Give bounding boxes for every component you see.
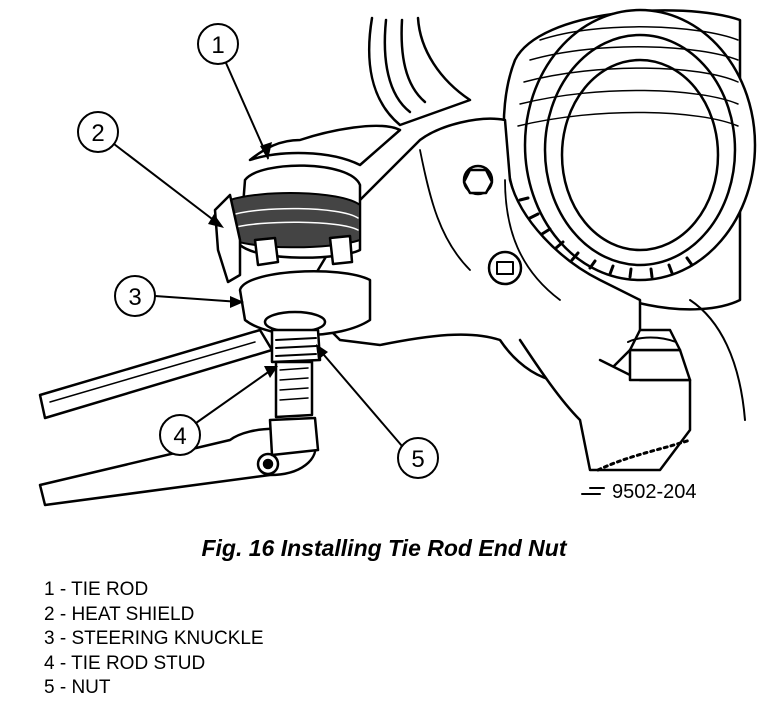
callout-number: 1 xyxy=(211,32,224,59)
upper-control-arm xyxy=(367,16,472,127)
figure-caption: Fig. 16 Installing Tie Rod End Nut xyxy=(201,535,567,561)
tie-rod-lower xyxy=(38,416,320,507)
callout-5: 5 xyxy=(316,344,439,479)
legend-item: 3 - STEERING KNUCKLE xyxy=(44,628,264,649)
callout-3: 3 xyxy=(114,275,244,317)
callout-4: 4 xyxy=(159,366,278,456)
wrench-upper xyxy=(38,328,274,420)
callout-number: 4 xyxy=(173,423,186,450)
tie-rod-illustration: 1 2 3 4 5 9502-204 xyxy=(38,8,757,507)
legend-list: 1 - TIE ROD 2 - HEAT SHIELD 3 - STEERING… xyxy=(44,578,264,701)
callout-2: 2 xyxy=(77,111,224,228)
legend-item: 5 - NUT xyxy=(44,677,111,698)
legend-item: 1 - TIE ROD xyxy=(44,579,149,600)
figure-id: 9502-204 xyxy=(581,481,697,503)
lower-bracket xyxy=(518,299,746,472)
tie-rod-end-upper xyxy=(227,124,402,259)
callout-number: 5 xyxy=(411,446,424,473)
knuckle-boss xyxy=(238,270,372,337)
legend-item: 4 - TIE ROD STUD xyxy=(44,652,206,674)
heat-shield xyxy=(213,193,354,284)
callout-number: 3 xyxy=(128,284,141,311)
callout-number: 2 xyxy=(91,120,104,147)
callout-1: 1 xyxy=(197,23,272,160)
legend-item: 2 - HEAT SHIELD xyxy=(44,603,195,625)
nut-and-stud xyxy=(270,328,322,419)
figure-id-label: 9502-204 xyxy=(612,481,697,503)
hub-rotor xyxy=(502,8,757,311)
